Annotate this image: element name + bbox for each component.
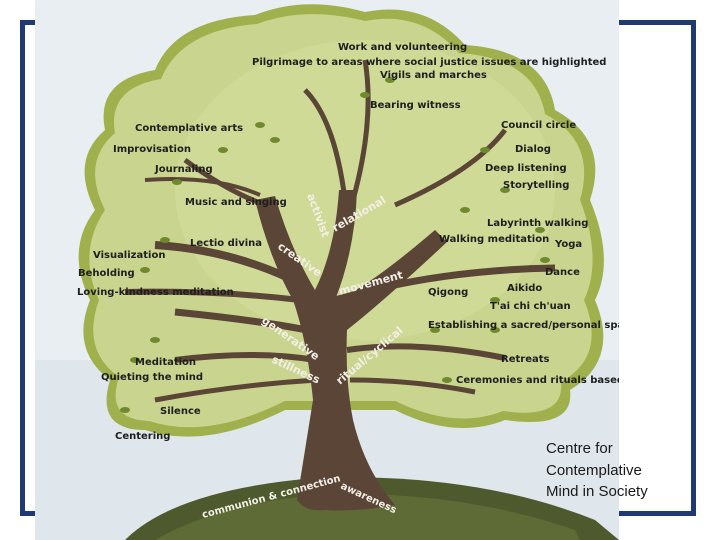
label-retreats: Retreats [501,354,550,365]
label-ceremonies-and-rituals: Ceremonies and rituals based in spiritua… [456,375,619,386]
label-deep-listening: Deep listening [485,163,567,174]
label-quieting-the-mind: Quieting the mind [101,372,203,383]
label-walking-meditation: Walking meditation [439,234,549,245]
label-tai-chi-chuan: T'ai chi ch'uan [490,301,571,312]
label-improvisation: Improvisation [113,144,191,155]
caption-line-2: Contemplative [546,461,642,479]
label-establishing-sacred-space: Establishing a sacred/personal space [428,320,619,331]
label-beholding: Beholding [78,268,135,279]
label-council-circle: Council circle [501,120,576,131]
practice-labels: Work and volunteering Pilgrimage to area… [77,42,619,442]
label-journaling: Journaling [154,164,213,175]
label-lectio-divina: Lectio divina [190,238,262,249]
label-silence: Silence [160,406,201,417]
label-yoga: Yoga [554,239,582,250]
label-loving-kindness-meditation: Loving-kindness meditation [77,287,234,298]
label-vigils-and-marches: Vigils and marches [380,70,487,81]
leaves [120,77,550,413]
label-pilgrimage: Pilgrimage to areas where social justice… [252,57,606,68]
label-visualization: Visualization [93,250,165,261]
label-dance: Dance [545,267,580,278]
label-dialog: Dialog [515,144,551,155]
source-caption: Centre for Contemplative Mind in Society [546,438,696,503]
label-qigong: Qigong [428,287,468,298]
label-meditation: Meditation [135,357,196,368]
label-music-and-singing: Music and singing [185,197,287,208]
caption-line-3: Mind in Society [546,483,648,500]
label-aikido: Aikido [507,283,542,294]
label-contemplative-arts: Contemplative arts [135,123,243,134]
label-bearing-witness: Bearing witness [370,100,461,111]
label-labyrinth-walking: Labyrinth walking [487,218,588,229]
tree-trunk [124,59,556,511]
label-centering: Centering [115,431,170,442]
label-storytelling: Storytelling [503,180,569,191]
label-work-and-volunteering: Work and volunteering [338,42,467,53]
caption-line-1: Centre for [546,440,613,457]
tree-of-contemplative-practices: Work and volunteering Pilgrimage to area… [35,0,619,540]
